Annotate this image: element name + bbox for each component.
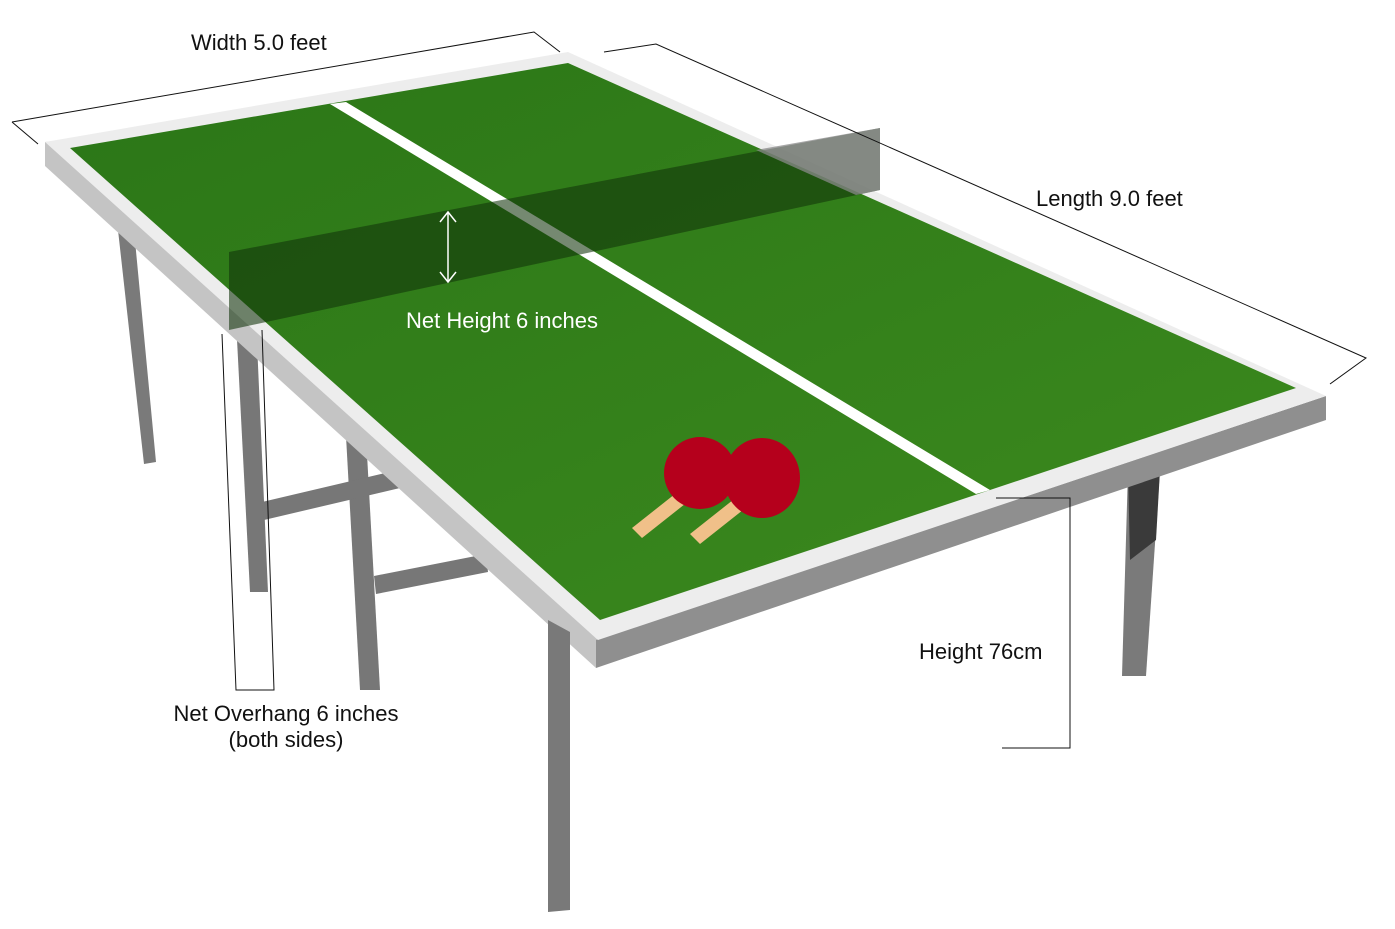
crossbar-upper bbox=[262, 470, 400, 520]
dimension-lines bbox=[11, 31, 1367, 749]
leg-front bbox=[548, 620, 570, 912]
net-height-arrow bbox=[439, 210, 457, 284]
net-overhang-label: Net Overhang 6 inches (both sides) bbox=[136, 701, 436, 753]
surface-green bbox=[70, 63, 1296, 620]
net bbox=[229, 128, 880, 330]
net-overhang-label-line1: Net Overhang 6 inches bbox=[173, 701, 399, 726]
table-legs-front bbox=[548, 620, 570, 912]
net-overhang-label-line2: (both sides) bbox=[228, 727, 344, 752]
leg-inner-left bbox=[236, 320, 268, 592]
net-panel bbox=[229, 128, 880, 330]
table-height-label: Height 76cm bbox=[919, 639, 1043, 664]
net-height-label: Net Height 6 inches bbox=[406, 308, 598, 333]
crossbar-lower bbox=[374, 554, 488, 594]
net-overhang-right bbox=[756, 128, 880, 195]
leg-inner-mid bbox=[346, 436, 380, 690]
width-label: Width 5.0 feet bbox=[191, 30, 327, 55]
paddle-right bbox=[690, 438, 800, 544]
length-dimension-line bbox=[603, 43, 1367, 385]
table-legs-back bbox=[118, 230, 1160, 676]
overhang-dimension-line bbox=[221, 329, 275, 691]
table-legs-inner bbox=[236, 320, 488, 690]
height-dimension-line bbox=[996, 497, 1071, 749]
paddles bbox=[632, 437, 800, 544]
width-dimension-line bbox=[11, 31, 561, 123]
leg-back-right-shadow bbox=[1128, 470, 1160, 560]
paddle-left bbox=[632, 437, 736, 538]
center-line bbox=[330, 102, 990, 494]
leg-back-left bbox=[118, 230, 156, 464]
length-label: Length 9.0 feet bbox=[1036, 186, 1183, 211]
frame-left-side bbox=[45, 140, 598, 668]
frame-front-side bbox=[596, 396, 1326, 668]
table-surface bbox=[70, 63, 1296, 620]
